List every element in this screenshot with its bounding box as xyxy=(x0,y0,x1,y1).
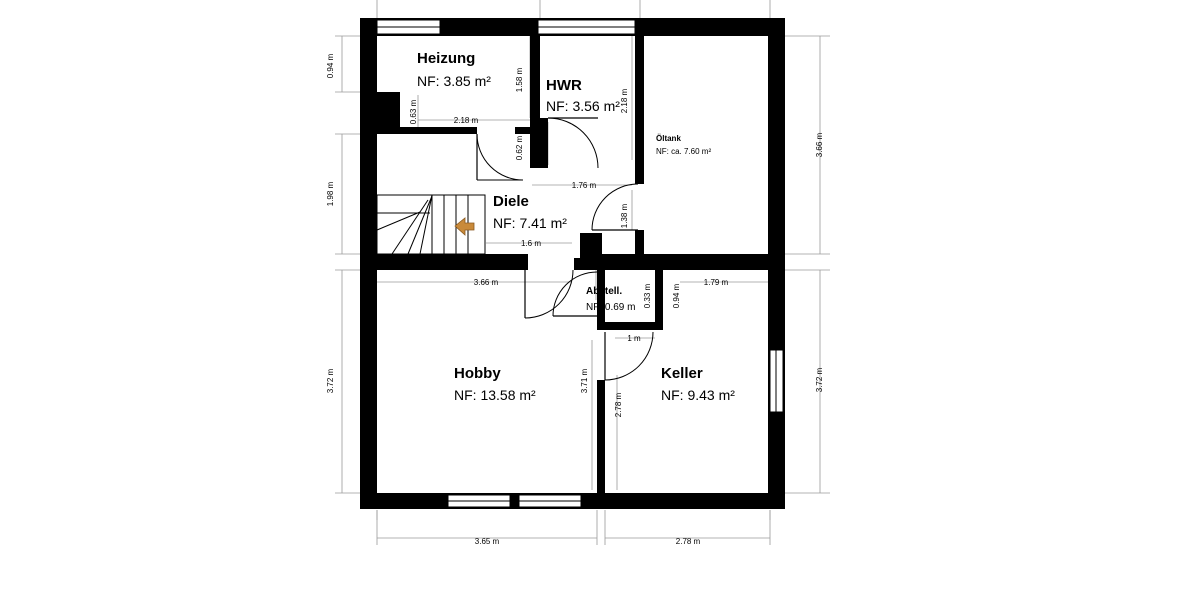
dim-label-hobby-371: 3.71 m xyxy=(580,368,589,393)
dim-label-oel-138: 1.38 m xyxy=(620,203,629,228)
dim-label-hobby-366: 3.66 m xyxy=(474,278,499,287)
dim-label-keller-1: 1 m xyxy=(627,334,641,343)
dimension-lines xyxy=(335,0,830,545)
dim-label-heizung-063: 0.63 m xyxy=(409,99,418,124)
dim-label-diele-16: 1.6 m xyxy=(521,239,541,248)
doors xyxy=(476,117,654,381)
room-labels: Heizung NF: 3.85 m² HWR NF: 3.56 m² Ölta… xyxy=(417,50,735,403)
room-area-heizung: NF: 3.85 m² xyxy=(417,73,491,89)
room-name-keller: Keller xyxy=(661,365,703,382)
dim-label-keller-278v: 2.78 m xyxy=(614,392,623,417)
room-name-hwr: HWR xyxy=(546,77,582,94)
dim-label-hwr-218: 2.18 m xyxy=(620,88,629,113)
room-name-heizung: Heizung xyxy=(417,50,475,67)
dim-label-keller-179: 1.79 m xyxy=(704,278,729,287)
room-name-hobby: Hobby xyxy=(454,365,501,382)
dim-label-hwr-176: 1.76 m xyxy=(572,181,597,190)
dim-label-right-372: 3.72 m xyxy=(815,367,824,392)
dim-label-right-366: 3.66 m xyxy=(815,132,824,157)
room-name-oeltank: Öltank xyxy=(656,134,681,143)
room-area-oeltank: NF: ca. 7.60 m² xyxy=(656,147,711,156)
dim-label-heizung-158: 1.58 m xyxy=(515,67,524,92)
room-area-hobby: NF: 13.58 m² xyxy=(454,387,536,403)
room-area-keller: NF: 9.43 m² xyxy=(661,387,735,403)
dim-label-hwr-062: 0.62 m xyxy=(515,135,524,160)
dim-label-left-372: 3.72 m xyxy=(326,368,335,393)
dim-label-left-094: 0.94 m xyxy=(326,53,335,78)
dim-label-left-198: 1.98 m xyxy=(326,181,335,206)
dim-label-abst-033: 0.33 m xyxy=(643,283,652,308)
windows xyxy=(376,19,784,508)
dim-label-heizung-218: 2.18 m xyxy=(454,116,479,125)
room-area-diele: NF: 7.41 m² xyxy=(493,215,567,231)
room-area-abstell: NF: 0.69 m xyxy=(586,302,635,313)
dim-label-bottom-365: 3.65 m xyxy=(475,537,500,546)
room-name-abstell: Abstell. xyxy=(586,286,622,297)
dim-label-bottom-278: 2.78 m xyxy=(676,537,701,546)
room-area-hwr: NF: 3.56 m² xyxy=(546,98,620,114)
stair-direction-arrow-icon xyxy=(454,217,475,236)
room-name-diele: Diele xyxy=(493,193,529,210)
dim-label-abst-094: 0.94 m xyxy=(672,283,681,308)
dimension-labels: 0.94 m 1.98 m 3.72 m 0.63 m 2.18 m 1.58 … xyxy=(326,53,824,546)
staircase xyxy=(376,194,486,255)
